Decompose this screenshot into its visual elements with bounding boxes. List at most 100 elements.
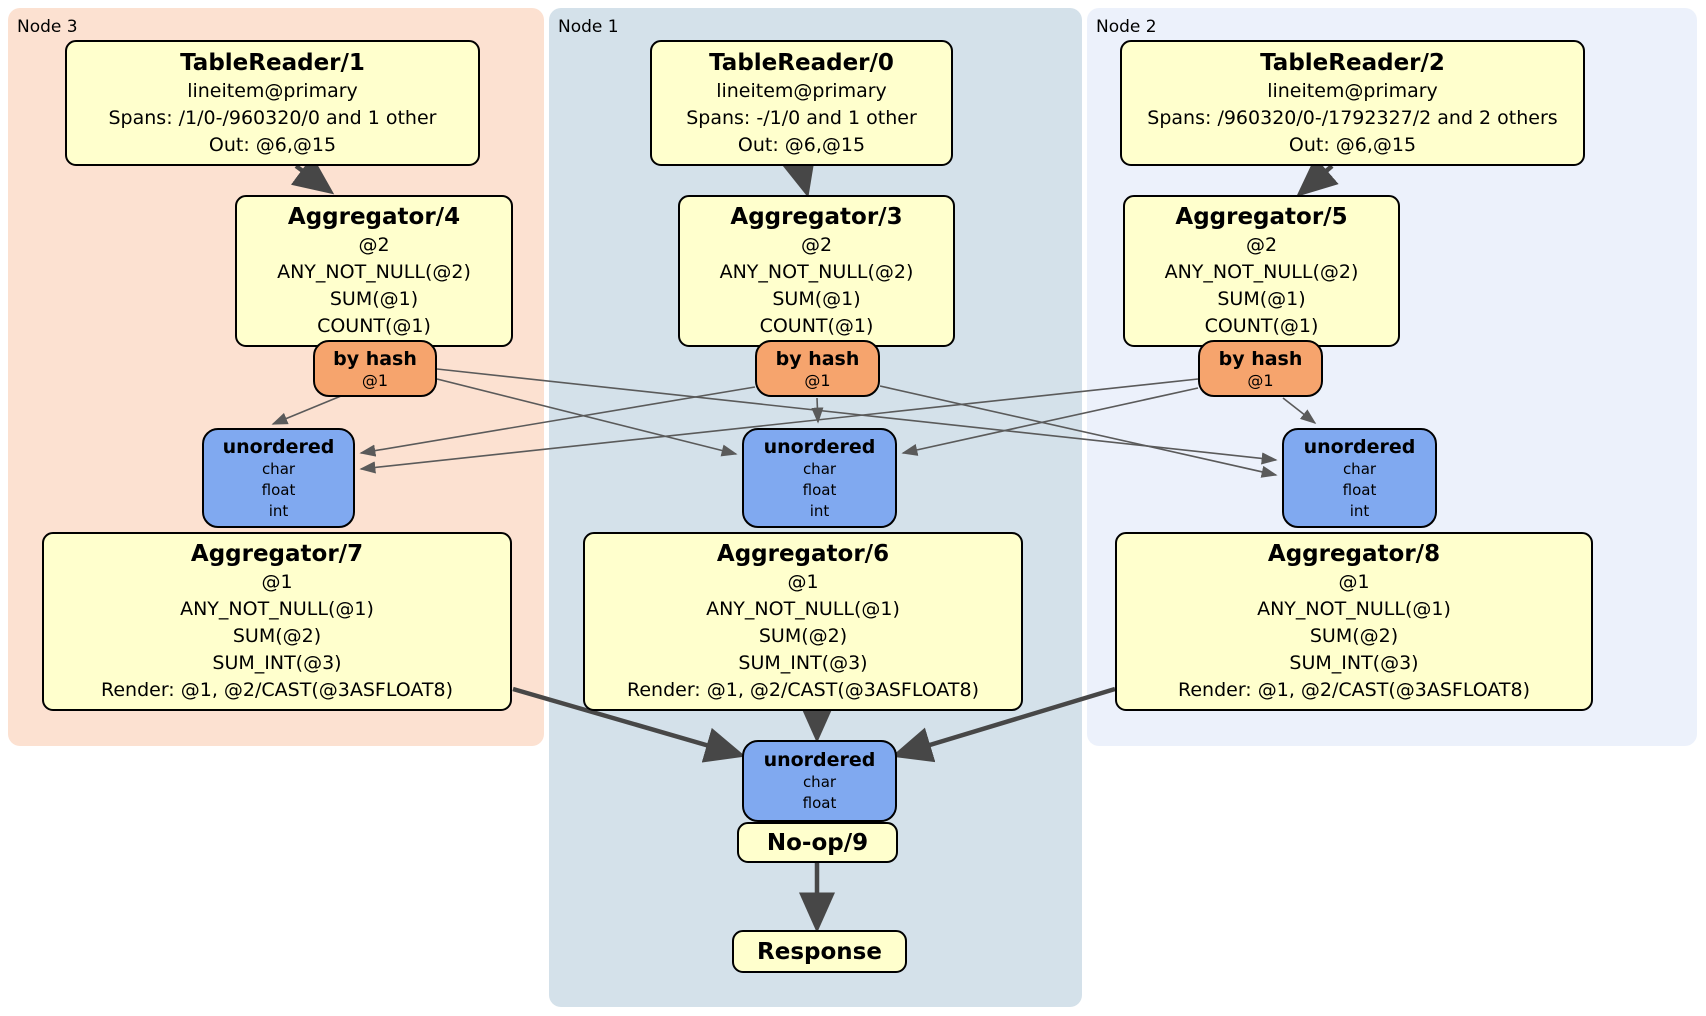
box-title: TableReader/1 [180, 49, 365, 76]
box-line: @1 [1338, 571, 1370, 593]
box-line: SUM_INT(@3) [1289, 652, 1419, 674]
box-line: @2 [1245, 234, 1278, 256]
box-line: SUM(@1) [1217, 288, 1306, 310]
sync-line: int [809, 501, 830, 520]
box-title: Aggregator/3 [730, 204, 903, 230]
box-line: lineitem@primary [716, 79, 887, 102]
router-line: @1 [804, 370, 831, 390]
panel-node3-label: Node 3 [17, 17, 78, 37]
box-title: Aggregator/5 [1175, 204, 1348, 230]
box-line: ANY_NOT_NULL(@1) [706, 598, 900, 620]
box-line: @2 [358, 234, 390, 256]
panel-node2-label: Node 2 [1096, 17, 1157, 37]
box-line: ANY_NOT_NULL(@1) [1257, 598, 1451, 620]
box-line: lineitem@primary [187, 79, 358, 102]
sync-line: char [802, 459, 837, 478]
box-line: Spans: /1/0-/960320/0 and 1 other [108, 106, 437, 129]
unordered-sync-node3: unordered char float int [202, 428, 355, 528]
box-title: Aggregator/7 [190, 541, 364, 567]
edge-hash2-un2 [1282, 397, 1317, 424]
box-title: Aggregator/8 [1267, 541, 1441, 567]
sync-title: unordered [222, 435, 335, 458]
box-line: Out: @6,@15 [208, 133, 337, 156]
router-title: by hash [333, 347, 417, 370]
edge-hash1-un1 [811, 397, 824, 424]
box-line: COUNT(@1) [317, 315, 431, 337]
sync-line: float [802, 794, 837, 812]
aggregator-4-box: Aggregator/4 @2 ANY_NOT_NULL(@2) SUM(@1)… [235, 195, 513, 347]
panel-node1-label: Node 1 [558, 17, 619, 37]
sync-line: float [802, 480, 837, 499]
box-line: SUM(@2) [232, 625, 322, 647]
sync-line: char [1342, 459, 1377, 478]
box-line: Out: @6,@15 [737, 133, 866, 156]
box-line: ANY_NOT_NULL(@2) [719, 261, 914, 283]
aggregator-7-box: Aggregator/7 @1 ANY_NOT_NULL(@1) SUM(@2)… [42, 532, 512, 711]
box-line: SUM(@1) [329, 288, 419, 310]
box-title: Aggregator/4 [287, 204, 461, 230]
box-line: SUM(@2) [758, 625, 848, 647]
sync-line: char [261, 459, 296, 478]
box-line: Render: @1, @2/CAST(@3ASFLOAT8) [101, 679, 453, 701]
edge-tr2-agg5 [1296, 156, 1339, 197]
sync-line: char [802, 773, 837, 791]
router-line: @1 [1247, 370, 1274, 390]
unordered-sync-node2: unordered char float int [1282, 428, 1437, 528]
router-title: by hash [775, 347, 860, 370]
box-line: @1 [261, 571, 293, 593]
sync-line: float [261, 480, 296, 499]
box-line: ANY_NOT_NULL(@2) [1164, 261, 1359, 283]
aggregator-3-box: Aggregator/3 @2 ANY_NOT_NULL(@2) SUM(@1)… [678, 195, 955, 347]
box-line: ANY_NOT_NULL(@1) [180, 598, 374, 620]
router-line: @1 [361, 370, 389, 390]
box-line: SUM_INT(@3) [738, 652, 868, 674]
box-line: Out: @6,@15 [1288, 133, 1417, 156]
sync-title: unordered [763, 749, 876, 771]
sync-line: int [1349, 501, 1370, 520]
box-line: SUM_INT(@3) [212, 652, 342, 674]
edge-hash2-un1 [901, 387, 1199, 456]
edge-hash3-un3 [271, 395, 342, 425]
box-line: Render: @1, @2/CAST(@3ASFLOAT8) [1178, 679, 1530, 701]
box-line: Spans: -/1/0 and 1 other [686, 106, 917, 129]
box-title: TableReader/2 [1260, 49, 1445, 76]
box-line: COUNT(@1) [1204, 315, 1319, 337]
sync-line: float [1342, 480, 1377, 499]
unordered-sync-final: unordered char float [742, 740, 897, 822]
box-title: No-op/9 [766, 829, 869, 856]
unordered-sync-node1: unordered char float int [742, 428, 897, 528]
box-line: SUM(@1) [772, 288, 861, 310]
sync-title: unordered [1303, 435, 1416, 458]
hash-router-node1: by hash @1 [755, 340, 880, 397]
router-title: by hash [1218, 347, 1303, 370]
aggregator-6-box: Aggregator/6 @1 ANY_NOT_NULL(@1) SUM(@2)… [583, 532, 1023, 711]
tablereader-2-box: TableReader/2 lineitem@primary Spans: /9… [1120, 40, 1585, 166]
aggregator-5-box: Aggregator/5 @2 ANY_NOT_NULL(@2) SUM(@1)… [1123, 195, 1400, 347]
box-line: ANY_NOT_NULL(@2) [277, 261, 471, 283]
response-box: Response [732, 930, 907, 973]
aggregator-8-box: Aggregator/8 @1 ANY_NOT_NULL(@1) SUM(@2)… [1115, 532, 1593, 711]
box-line: Render: @1, @2/CAST(@3ASFLOAT8) [627, 679, 979, 701]
box-title: Aggregator/6 [716, 541, 890, 567]
sync-line: int [268, 501, 289, 520]
sync-title: unordered [763, 435, 876, 458]
hash-router-node3: by hash @1 [313, 340, 437, 397]
hash-router-node2: by hash @1 [1198, 340, 1323, 397]
edge-hash1-un3 [359, 386, 756, 457]
box-line: COUNT(@1) [759, 315, 874, 337]
box-line: Spans: /960320/0-/1792327/2 and 2 others [1147, 106, 1558, 129]
edge-tr0-agg3 [780, 153, 816, 198]
box-line: lineitem@primary [1267, 79, 1438, 102]
tablereader-1-box: TableReader/1 lineitem@primary Spans: /1… [65, 40, 480, 166]
tablereader-0-box: TableReader/0 lineitem@primary Spans: -/… [650, 40, 953, 166]
edge-hash2-un3 [359, 378, 1199, 474]
edge-hash3-un1 [436, 378, 738, 457]
noop-9-box: No-op/9 [737, 822, 898, 863]
edge-agg7-unfinal [512, 686, 746, 763]
edge-hash3-un2 [436, 368, 1278, 465]
edge-hash1-un2 [879, 385, 1278, 478]
edge-agg8-unfinal [891, 686, 1116, 763]
box-line: @2 [800, 234, 833, 256]
